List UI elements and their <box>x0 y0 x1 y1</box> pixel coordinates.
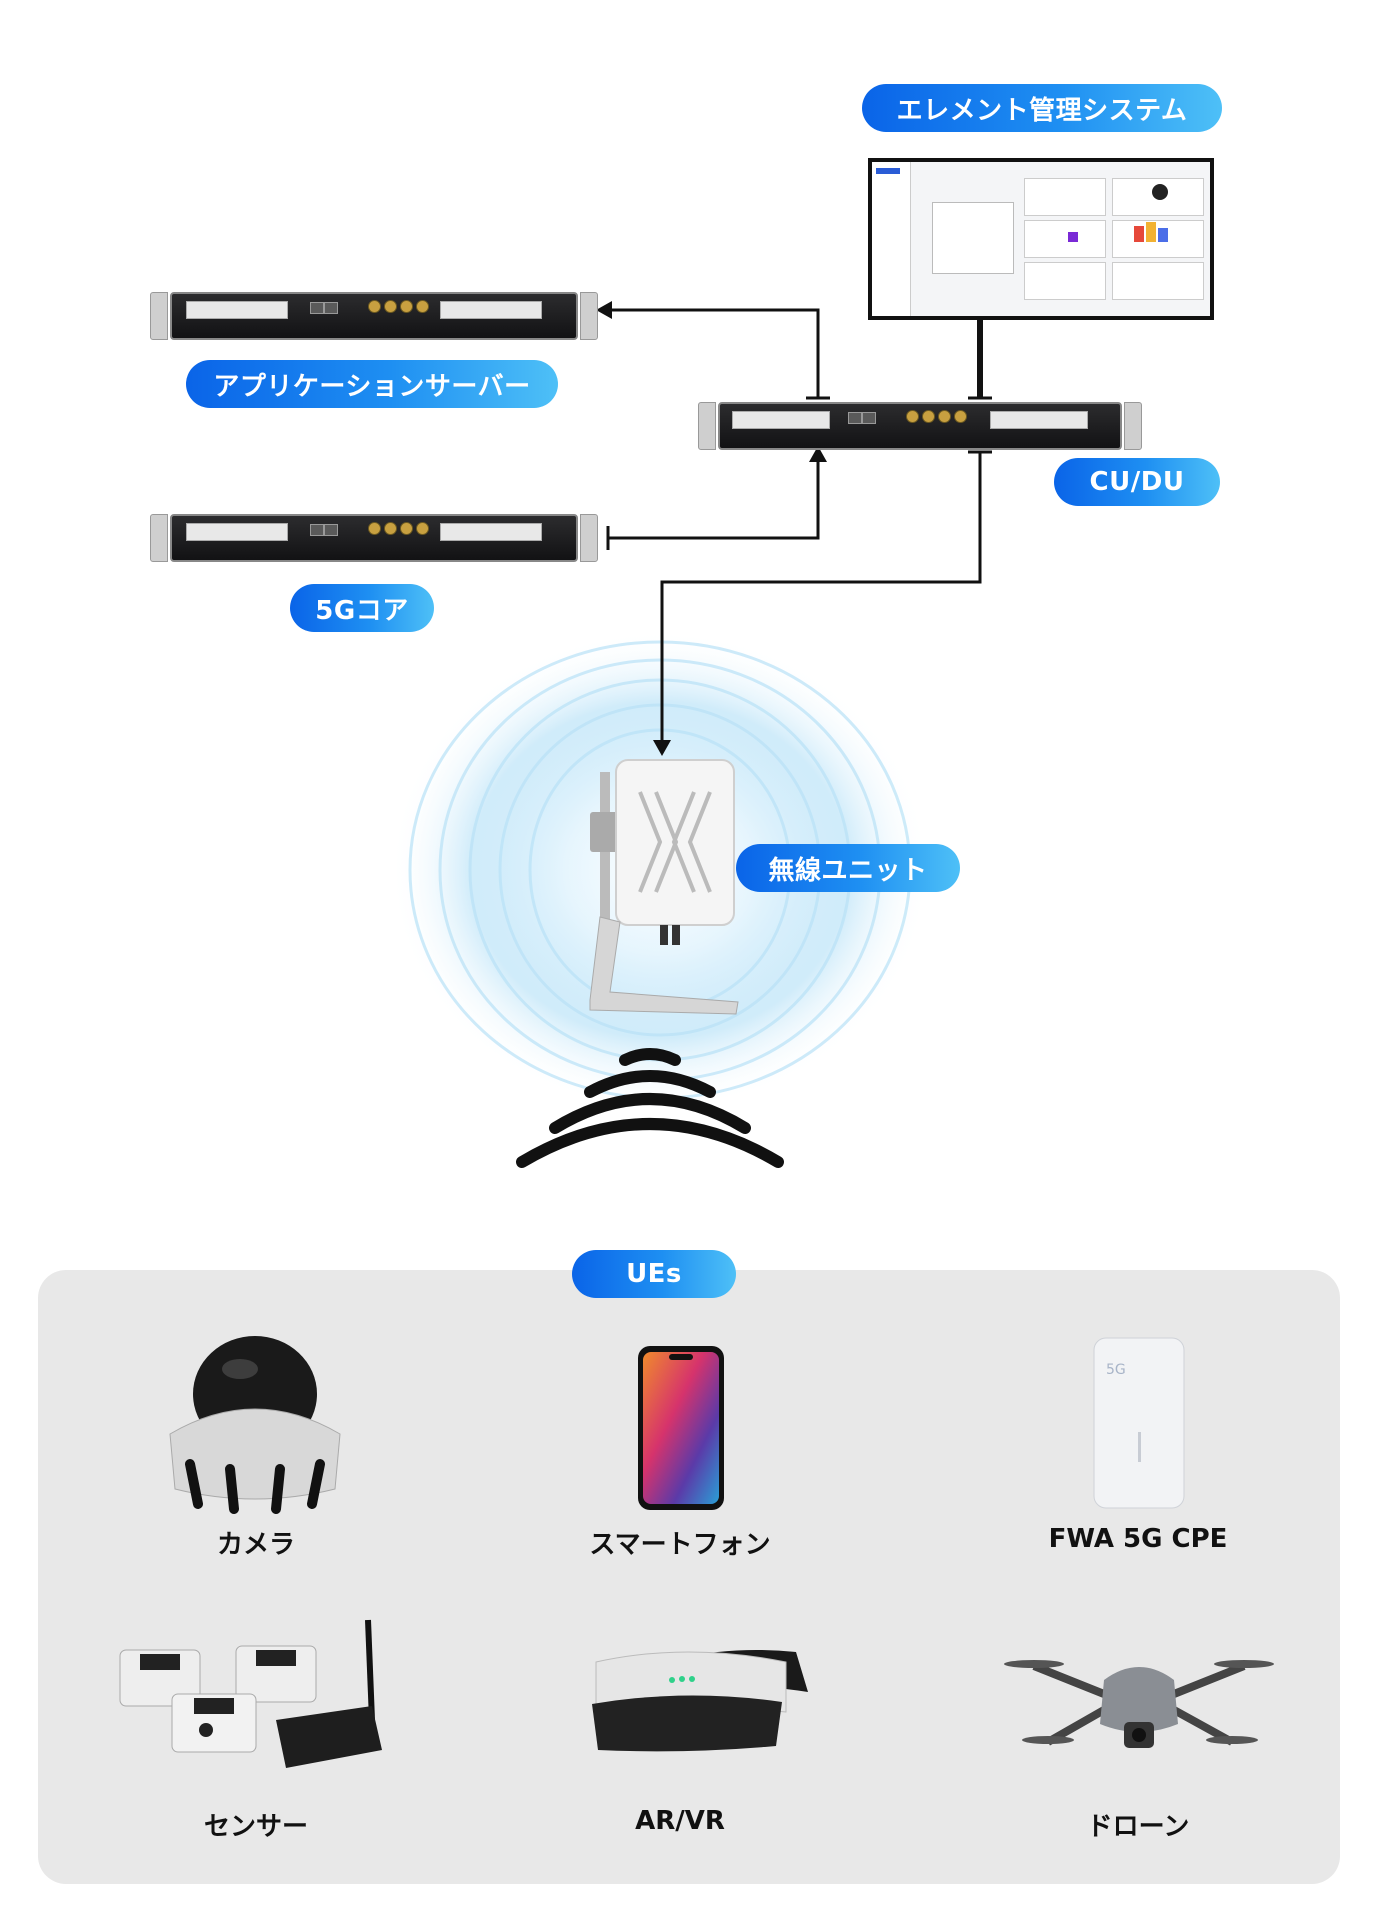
radio-unit-icon <box>589 759 739 1015</box>
device-label-sensor: センサー <box>203 1812 308 1842</box>
device-label-camera: カメラ <box>216 1530 295 1560</box>
cu-du-icon <box>698 402 1142 450</box>
camera-icon <box>169 1336 341 1514</box>
sensor-icon <box>119 1619 382 1768</box>
wireless-signal-icon <box>516 1048 784 1168</box>
monitor-stand <box>977 320 983 398</box>
cu-du-label: CU/DU <box>1054 458 1220 506</box>
monitor-icon <box>868 158 1214 320</box>
device-label-cpe: FWA 5G CPE <box>1048 1524 1228 1554</box>
core-5g-label: 5Gコア <box>290 584 434 632</box>
ues-label: UEs <box>572 1250 736 1298</box>
device-label-drone: ドローン <box>1086 1812 1190 1842</box>
smartphone-icon <box>638 1346 724 1510</box>
device-label-vr: AR/VR <box>635 1806 725 1836</box>
core-5g-icon <box>150 514 598 562</box>
drone-icon <box>1004 1660 1274 1748</box>
app-server-label: アプリケーションサーバー <box>186 360 558 408</box>
svg-text:5G: 5G <box>1106 1362 1126 1378</box>
app-server-icon <box>150 292 598 340</box>
ems-label: エレメント管理システム <box>862 84 1222 132</box>
device-label-smartphone: スマートフォン <box>589 1530 771 1560</box>
cpe-router-icon: 5G <box>1093 1337 1185 1509</box>
vr-headset-icon <box>592 1650 808 1752</box>
radio-unit-label: 無線ユニット <box>736 844 960 892</box>
